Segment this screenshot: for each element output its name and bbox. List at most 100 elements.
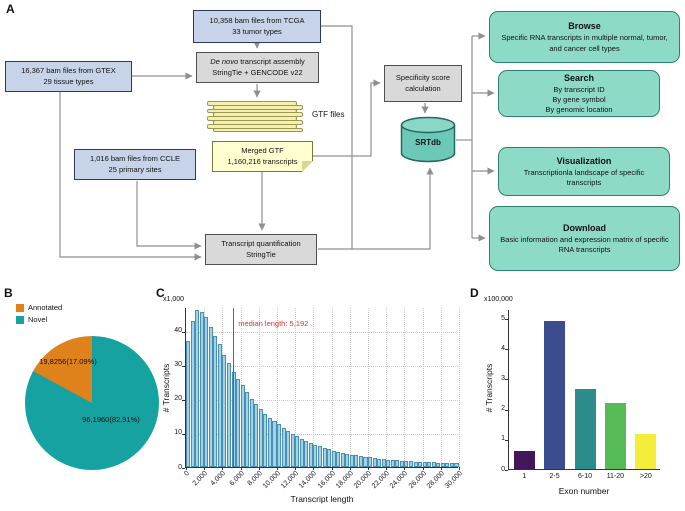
arrow-quant-to-srtdb (318, 167, 434, 250)
gridline-vertical (386, 308, 388, 467)
exon-bar (635, 434, 657, 469)
median-line (233, 308, 235, 467)
y-tick-mark (182, 331, 185, 333)
y-tick-label: 40 (174, 327, 182, 335)
merged-line1: Merged GTF (241, 146, 284, 156)
panel-a-label: A (6, 2, 15, 16)
gtex-input-box: 16,367 bam files from GTEX 29 tissue typ… (5, 61, 132, 92)
x-tick-mark (186, 467, 187, 470)
novel-swatch (16, 315, 24, 324)
histogram-bar (299, 438, 304, 467)
visualization-title: Visualization (556, 155, 612, 166)
panel-d-label: D (470, 286, 479, 300)
specificity-box: Specificity score calculation (384, 65, 462, 102)
histogram-bar (190, 320, 195, 467)
gridline-horizontal (186, 365, 458, 367)
histogram-bar (290, 433, 295, 467)
exon-y-axis-title: # Transcripts (484, 363, 494, 413)
feature-search: Search By transcript ID By gene symbol B… (498, 70, 660, 117)
x-tick-label: 2-5 (549, 473, 560, 480)
search-line3: By genomic location (545, 105, 613, 115)
srtdb-label: SRTdb (415, 138, 441, 147)
histogram-bar (272, 421, 277, 467)
x-tick-label: 1 (522, 473, 527, 480)
y-tick-mark (182, 468, 185, 469)
histogram-bar (304, 440, 309, 467)
y-tick-label: 4 (501, 344, 505, 352)
panel-b-label: B (4, 286, 13, 300)
histogram-bar (349, 454, 354, 467)
assembly-line1: De novo transcript assembly (197, 57, 318, 67)
merged-line2: 1,160,216 transcripts (227, 156, 298, 166)
histogram-bar (386, 459, 391, 467)
assembly-box: De novo transcript assembly StringTie + … (196, 52, 319, 83)
histogram-bar (308, 442, 313, 467)
histogram-bar (208, 327, 213, 467)
gtf-files-stack-icon (207, 101, 303, 133)
gtex-line2: 29 tissue types (43, 76, 94, 86)
pie-legend: Annotated Novel (16, 303, 62, 327)
y-tick-mark (182, 433, 185, 435)
quantification-box: Transcript quantification StringTie (205, 234, 317, 265)
y-tick-mark (505, 319, 508, 321)
histogram-bar (436, 462, 441, 467)
x-tick-label: >20 (639, 473, 652, 480)
gridline-horizontal (186, 399, 458, 401)
y-tick-label: 10 (174, 429, 182, 437)
histogram-bar (213, 335, 218, 467)
quant-line2: StringTie (246, 249, 276, 259)
x-tick-mark (277, 467, 278, 470)
exon-x-axis-title: Exon number (558, 486, 610, 496)
histogram-bar (199, 312, 204, 467)
x-tick-mark (204, 467, 206, 470)
gridline-vertical (277, 308, 278, 467)
tcga-input-box: 10,358 bam files from TCGA 33 tumor type… (193, 10, 321, 43)
exon-bar (604, 402, 626, 469)
visualization-body: Transcriptionla landscape of specific tr… (523, 167, 645, 188)
histogram-bar (445, 462, 450, 467)
histogram-bar (413, 461, 418, 467)
y-tick-label: 5 (501, 314, 505, 322)
histogram-bar (454, 462, 459, 467)
browse-title: Browse (568, 21, 601, 32)
download-title: Download (563, 222, 606, 233)
gridline-vertical (440, 308, 442, 467)
tcga-line1: 10,358 bam files from TCGA (209, 16, 305, 26)
histogram-bar (395, 460, 400, 467)
novel-label: Novel (28, 315, 48, 324)
annotated-swatch (16, 303, 24, 312)
histogram-bar (217, 344, 222, 467)
histogram-bar (317, 446, 323, 467)
histogram-bar (245, 392, 250, 467)
search-line1: By transcript ID (553, 84, 605, 94)
x-tick-mark (222, 467, 224, 470)
histogram-bar (368, 457, 373, 467)
histogram-bar (331, 450, 336, 467)
histogram-bar (358, 456, 363, 467)
y-tick-label: 30 (174, 361, 182, 369)
y-tick-label: 3 (501, 374, 505, 382)
y-tick-mark (182, 365, 185, 367)
histogram-bar (204, 317, 209, 467)
histogram-bar (327, 449, 332, 467)
ccle-line2: 25 primary sites (108, 164, 162, 174)
arrow-gtex-to-quant (59, 92, 202, 261)
arrow-merged-to-specificity (313, 79, 381, 157)
histogram-bar (336, 451, 341, 467)
x-tick-mark (459, 467, 460, 470)
x-tick-mark (404, 467, 406, 470)
search-line2: By gene symbol (552, 95, 606, 105)
histogram-bar (322, 447, 327, 467)
histogram-bar (372, 458, 377, 467)
histogram-bar (390, 459, 395, 467)
histogram-y-axis-title: # Transcripts (161, 363, 171, 413)
gridline-vertical (295, 308, 297, 467)
feature-download: Download Basic information and expressio… (489, 206, 680, 271)
feature-visualization: Visualization Transcriptionla landscape … (498, 147, 670, 196)
gridline-vertical (368, 308, 369, 467)
exon-bar (513, 450, 535, 469)
x-tick-mark (368, 467, 369, 470)
histogram-bar (427, 462, 432, 467)
